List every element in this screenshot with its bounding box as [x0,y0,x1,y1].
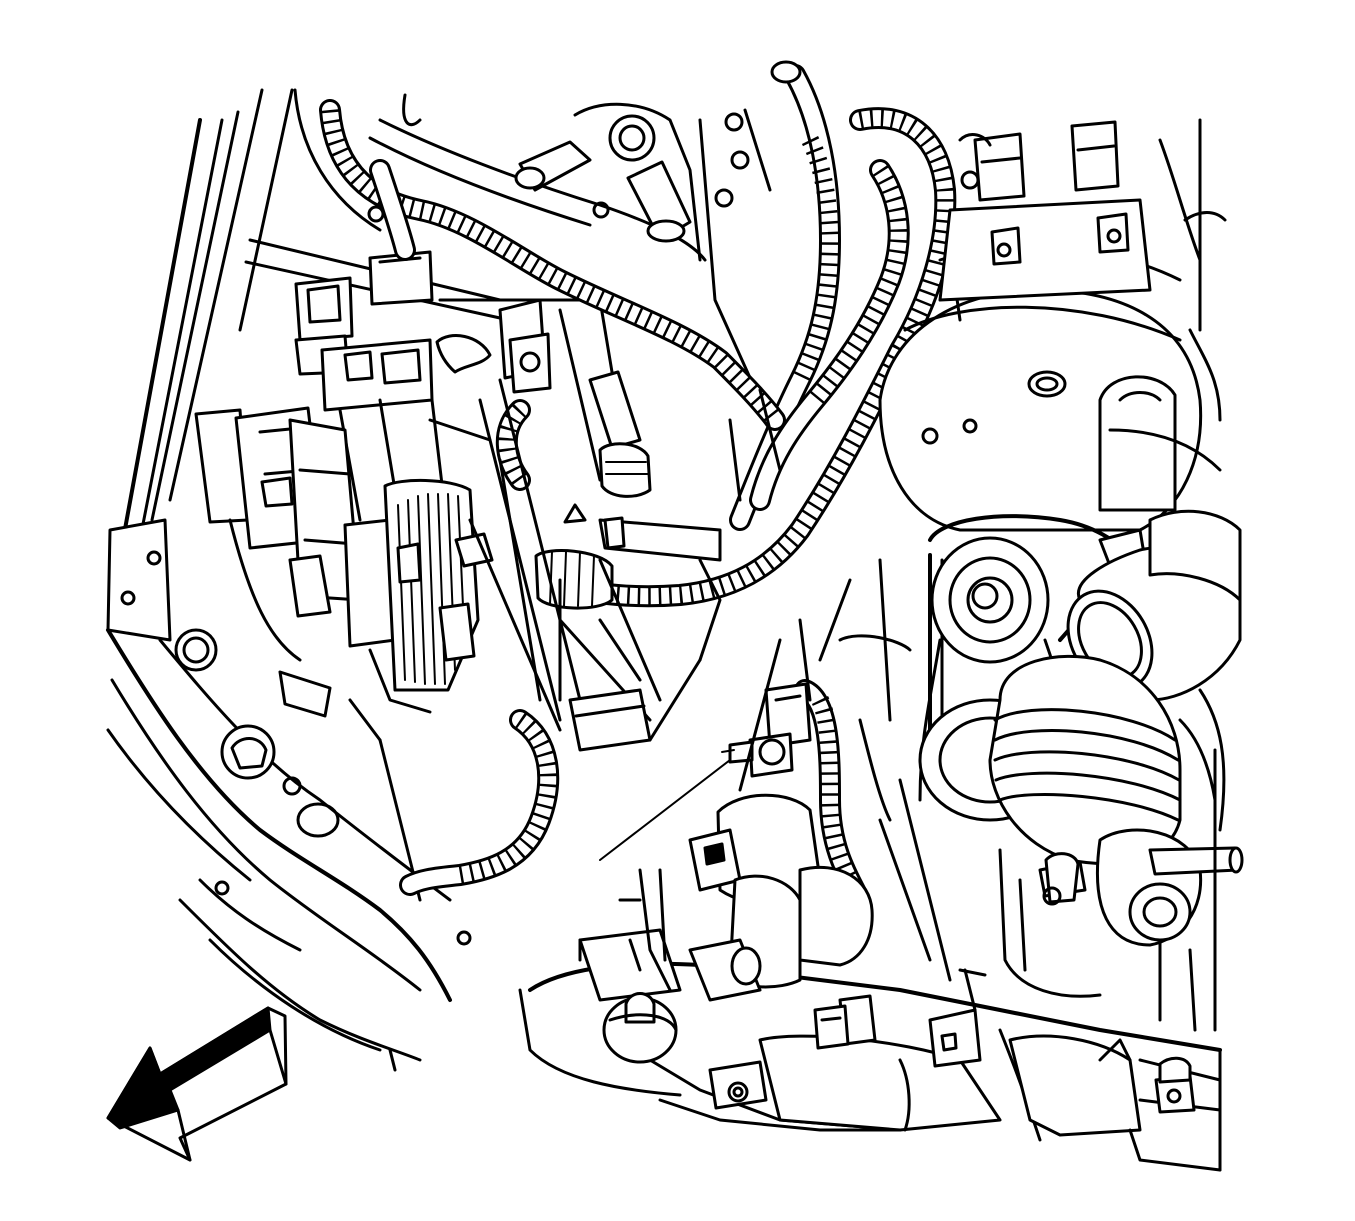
lower-support-rail [518,878,1222,1172]
left-body-frame [106,88,294,642]
engine-detail-lines [558,388,952,982]
module-connector-cluster [343,478,494,902]
upper-bracket [244,88,772,402]
engine-mount-bracket [878,118,1227,532]
wiring-harness [319,60,957,896]
harness-branch [468,370,722,752]
electrical-center-module [194,406,362,718]
front-of-vehicle-arrow [106,1006,288,1162]
fender-panel [106,628,472,1072]
sensor-connector [599,679,874,1002]
air-intake-duct [988,509,1244,1032]
